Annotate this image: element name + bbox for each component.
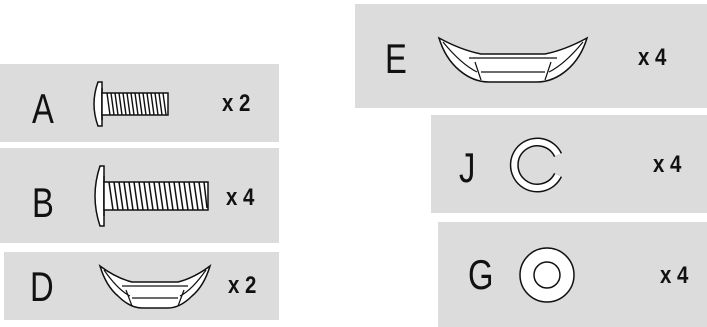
long-screw-icon	[88, 162, 212, 230]
part-card-e: E x 4	[355, 4, 707, 108]
part-label: G	[468, 254, 493, 296]
part-quantity: x 4	[638, 46, 666, 70]
split-lock-washer-icon	[509, 137, 565, 193]
part-card-b: B x 4	[0, 148, 279, 243]
part-label: J	[459, 147, 475, 189]
part-label: E	[385, 38, 407, 80]
part-label: B	[32, 182, 54, 224]
part-card-j: J x 4	[431, 115, 707, 213]
part-quantity: x 2	[228, 274, 256, 298]
wing-nut-icon	[435, 32, 591, 84]
part-label: D	[30, 266, 54, 308]
part-card-d: D x 2	[4, 252, 279, 320]
part-quantity: x 2	[222, 92, 250, 116]
part-quantity: x 4	[653, 153, 681, 177]
short-screw-icon	[88, 78, 172, 130]
part-label: A	[32, 88, 54, 130]
flat-washer-icon	[518, 246, 576, 304]
part-card-a: A x 2	[0, 64, 279, 142]
wing-nut-icon	[96, 260, 214, 310]
part-quantity: x 4	[226, 186, 254, 210]
part-quantity: x 4	[660, 264, 688, 288]
part-card-g: G x 4	[438, 222, 707, 327]
